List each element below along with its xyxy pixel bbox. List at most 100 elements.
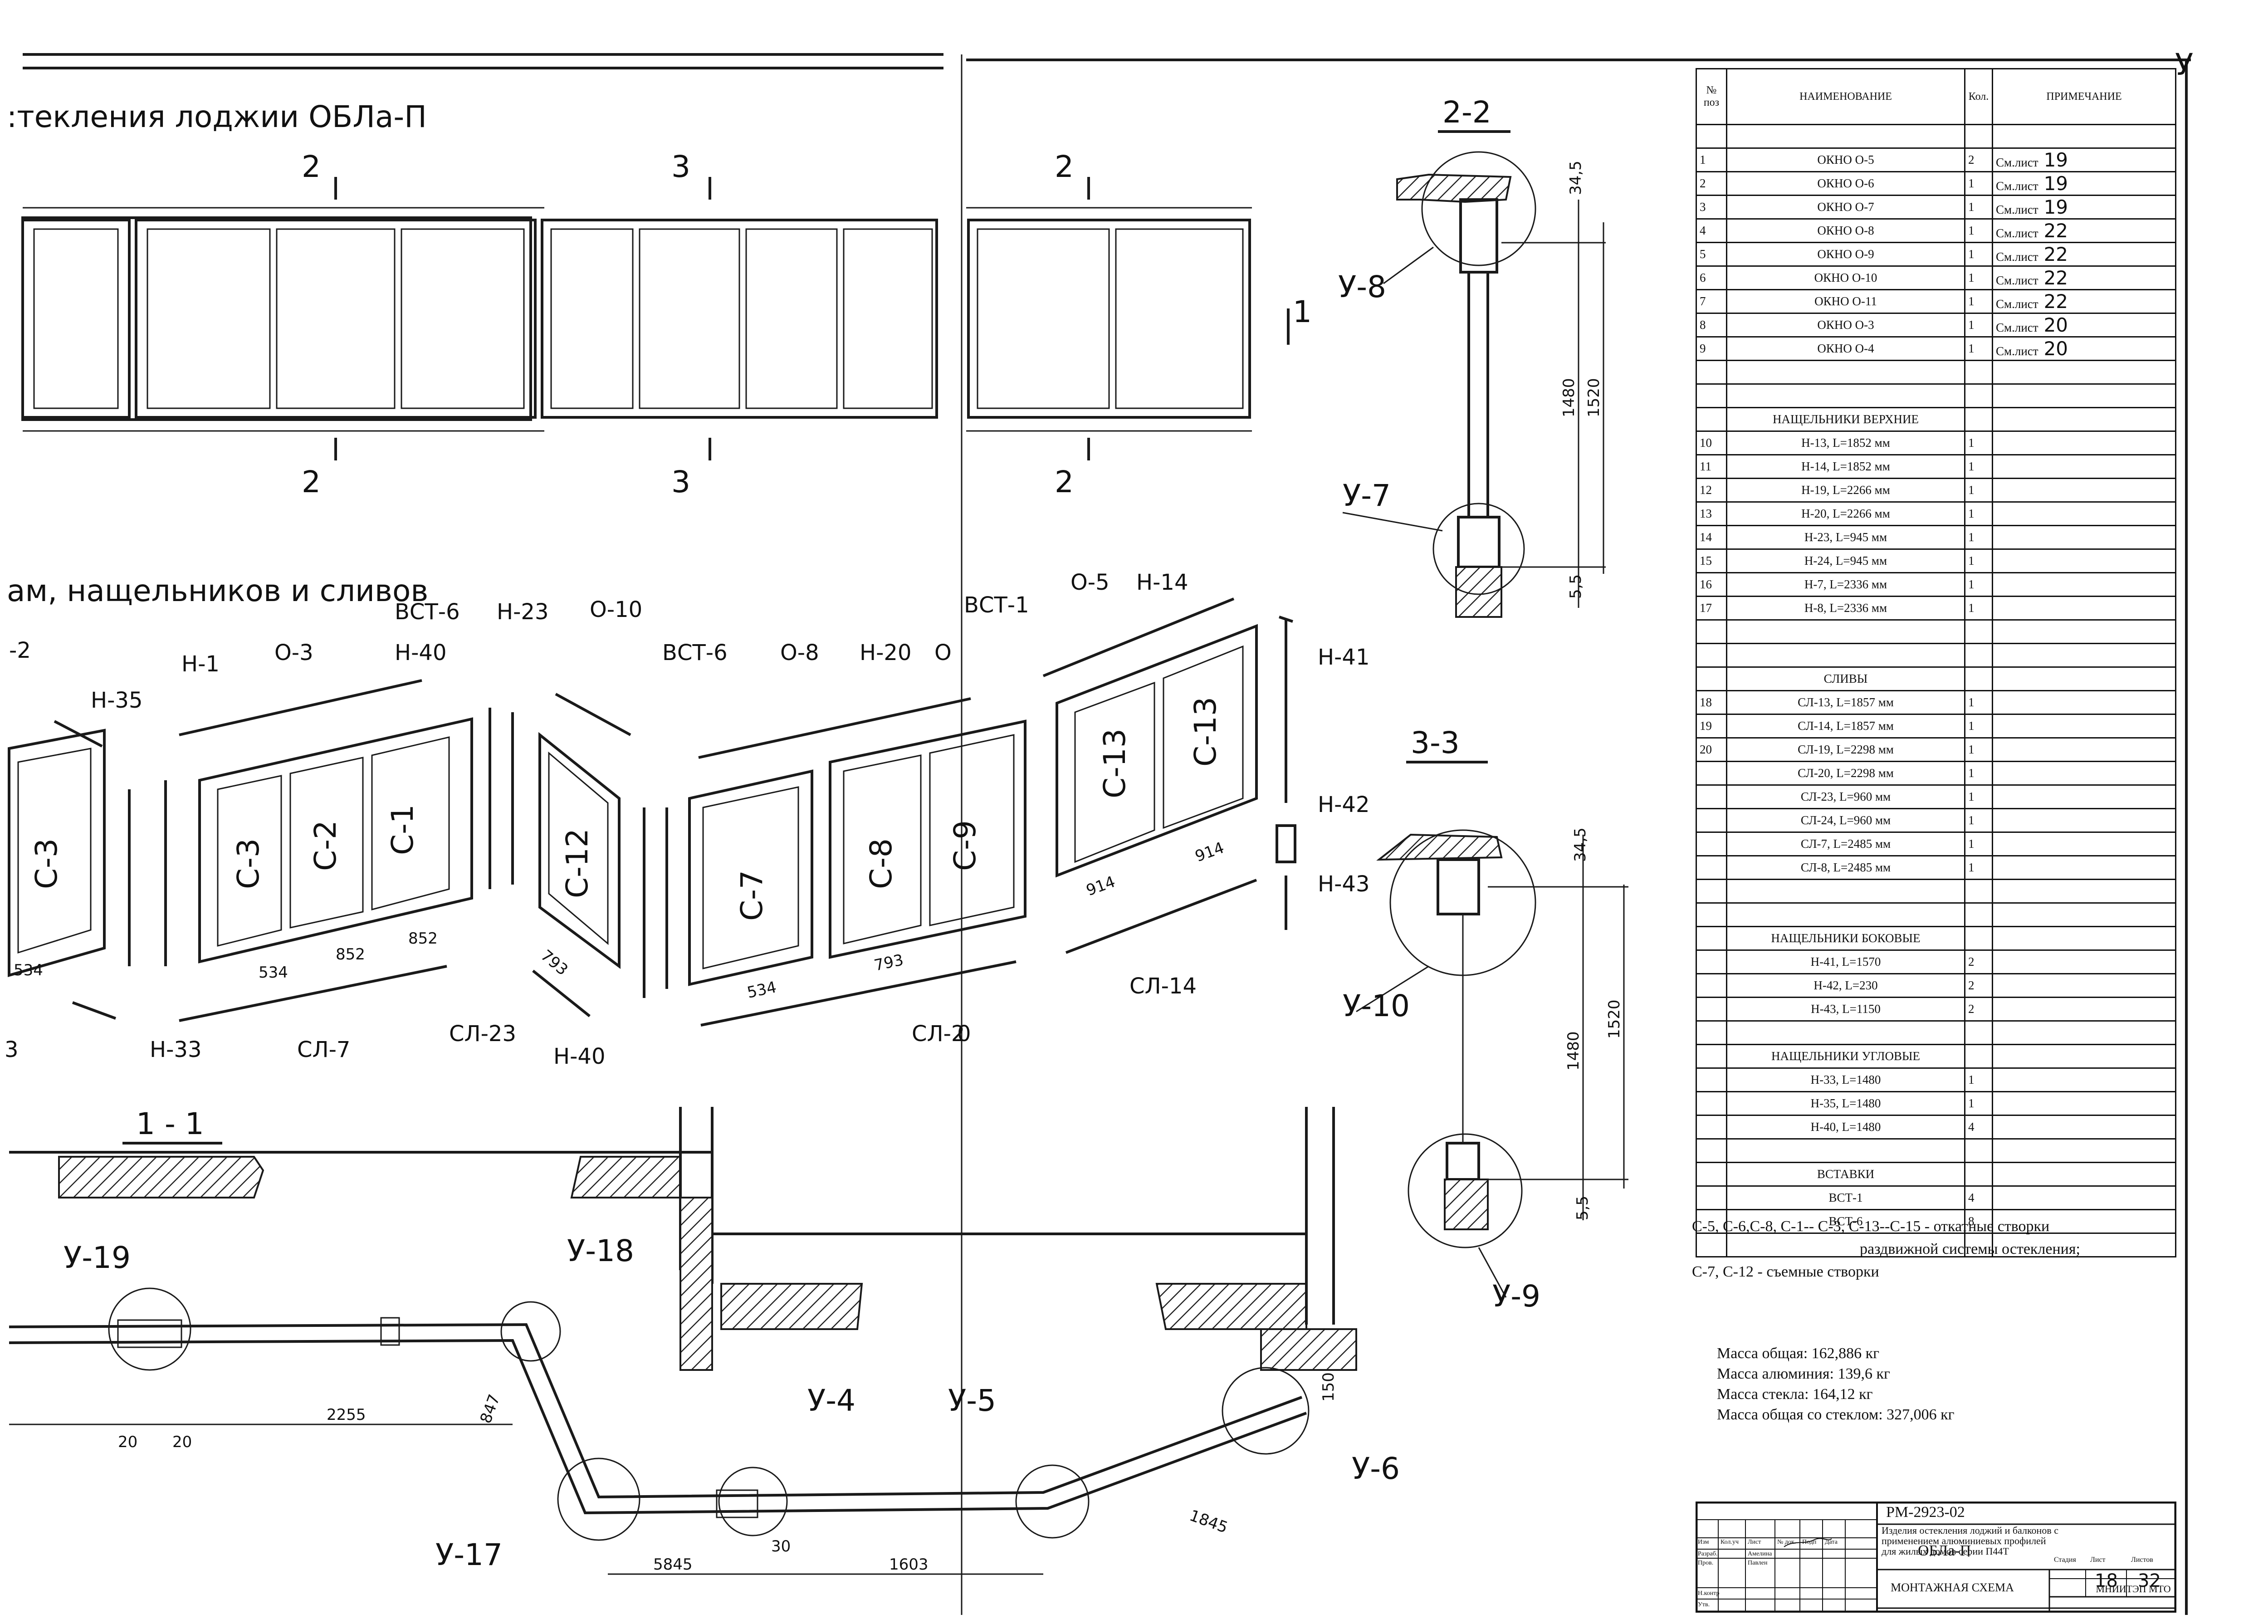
mass-total: Масса общая: 162,886 кг [1717, 1345, 1880, 1362]
spec-qty: 1 [1964, 596, 1993, 621]
spec-qty: 2 [1964, 147, 1993, 172]
spec-qty-text: 1 [1968, 342, 1975, 355]
spec-qty: 2 [1964, 973, 1993, 998]
spec-note-sheet-number: 22 [2043, 220, 2068, 242]
spec-qty [1964, 1044, 1993, 1069]
cut-2-bottom-a: 2 [302, 465, 321, 499]
spec-qty [1964, 1162, 1993, 1187]
dim-1845: 1845 [1187, 1507, 1230, 1537]
spec-qty-text: 1 [1968, 790, 1975, 803]
spec-pos: 16 [1696, 572, 1727, 597]
spec-name-text: Н-33, L=1480 [1810, 1073, 1881, 1086]
s33-dim-34-5: 34,5 [1571, 827, 1589, 862]
spec-qty-text: 1 [1968, 719, 1975, 733]
spec-note [1992, 643, 2176, 668]
section-2-2: 2-2 34,5 1480 1520 5,5 У-8 У-7 [1338, 95, 1606, 618]
spec-note [1992, 407, 2176, 432]
spec-pos [1696, 926, 1727, 951]
spec-qty: 1 [1964, 1091, 1993, 1116]
spec-name [1726, 1233, 1965, 1257]
dim-2255: 2255 [327, 1406, 366, 1424]
spec-name-text: НАЩЕЛЬНИКИ БОКОВЫЕ [1771, 931, 1921, 945]
spec-pos: 14 [1696, 525, 1727, 550]
spec-row [1696, 902, 2176, 927]
spec-name-text: ОКНО О-6 [1817, 176, 1874, 190]
spec-name-text: Н-19, L=2266 мм [1801, 483, 1890, 497]
spec-qty-text: 1 [1968, 460, 1975, 473]
spec-note-sheet-number: 20 [2043, 338, 2068, 360]
spec-name [1726, 383, 1965, 408]
spec-note [1992, 737, 2176, 762]
dim-852a: 852 [336, 945, 365, 964]
title-block: РМ-2923-02 Изделия остекления лоджий и б… [1696, 1502, 2176, 1613]
spec-pos-text: 20 [1700, 743, 1712, 756]
s33-dim-1520: 1520 [1605, 999, 1623, 1039]
sash-c8: С-8 [864, 838, 899, 889]
spec-name: ОКНО О-3 [1726, 313, 1965, 338]
spec-qty: 1 [1964, 832, 1993, 856]
spec-name: СЛ-7, L=2485 мм [1726, 832, 1965, 856]
spec-qty-text: 1 [1968, 861, 1975, 874]
spec-pos: 1 [1696, 147, 1727, 172]
spec-name: ОКНО О-6 [1726, 171, 1965, 196]
spec-note [1992, 1091, 2176, 1116]
spec-pos: 13 [1696, 501, 1727, 526]
spec-qty [1964, 1233, 1993, 1257]
spec-name [1726, 1020, 1965, 1045]
spec-name: СЛ-19, L=2298 мм [1726, 737, 1965, 762]
iso-label-n14: Н-14 [1136, 570, 1188, 595]
title-block-grid [1696, 1502, 2176, 1613]
spec-name: Н-19, L=2266 мм [1726, 478, 1965, 503]
spec-qty-text: 1 [1968, 1073, 1975, 1086]
spec-note-sheet-number: 19 [2043, 149, 2068, 171]
spec-qty: 1 [1964, 242, 1993, 267]
spec-note-text: См.лист [1996, 203, 2038, 216]
spec-qty [1964, 383, 1993, 408]
s33-dim-5-5: 5,5 [1574, 1196, 1592, 1220]
spec-note-text: См.лист [1996, 274, 2038, 287]
iso-label-n1: Н-1 [181, 651, 220, 677]
tb-col-izm: Изм [1698, 1539, 1709, 1546]
tb-prov: Пров. [1698, 1560, 1714, 1566]
spec-qty-text: 4 [1968, 1191, 1975, 1204]
dim-30: 30 [771, 1537, 791, 1556]
spec-name: ВСТ-1 [1726, 1185, 1965, 1210]
spec-qty-text: 1 [1968, 483, 1975, 497]
section-1-1-title: 1 - 1 [136, 1106, 204, 1141]
spec-name-text: СЛ-19, L=2298 мм [1798, 743, 1894, 756]
spec-pos [1696, 1233, 1727, 1257]
cut-3-top: 3 [671, 149, 690, 184]
spec-note [1992, 690, 2176, 715]
spec-qty-text: 1 [1968, 530, 1975, 544]
spec-qty: 1 [1964, 784, 1993, 809]
spec-note [1992, 572, 2176, 597]
spec-pos [1696, 666, 1727, 691]
spec-name-text: Н-20, L=2266 мм [1801, 507, 1890, 520]
spec-note [1992, 1233, 2176, 1257]
spec-pos-text: 5 [1700, 247, 1706, 261]
spec-pos [1696, 1162, 1727, 1187]
dim-793b: 793 [873, 951, 905, 975]
sash-c2: С-2 [308, 820, 343, 871]
iso-label-n40b: Н-40 [553, 1044, 606, 1069]
sash-c9: С-9 [948, 820, 982, 871]
spec-pos: 7 [1696, 289, 1727, 314]
spec-row [1696, 619, 2176, 644]
spec-note [1992, 619, 2176, 644]
spec-qty: 8 [1964, 1209, 1993, 1234]
tb-description: Изделия остекления лоджий и балконов с п… [1882, 1525, 2058, 1557]
node-u4: У-4 [807, 1383, 855, 1418]
spec-pos [1696, 1067, 1727, 1092]
spec-name [1726, 902, 1965, 927]
